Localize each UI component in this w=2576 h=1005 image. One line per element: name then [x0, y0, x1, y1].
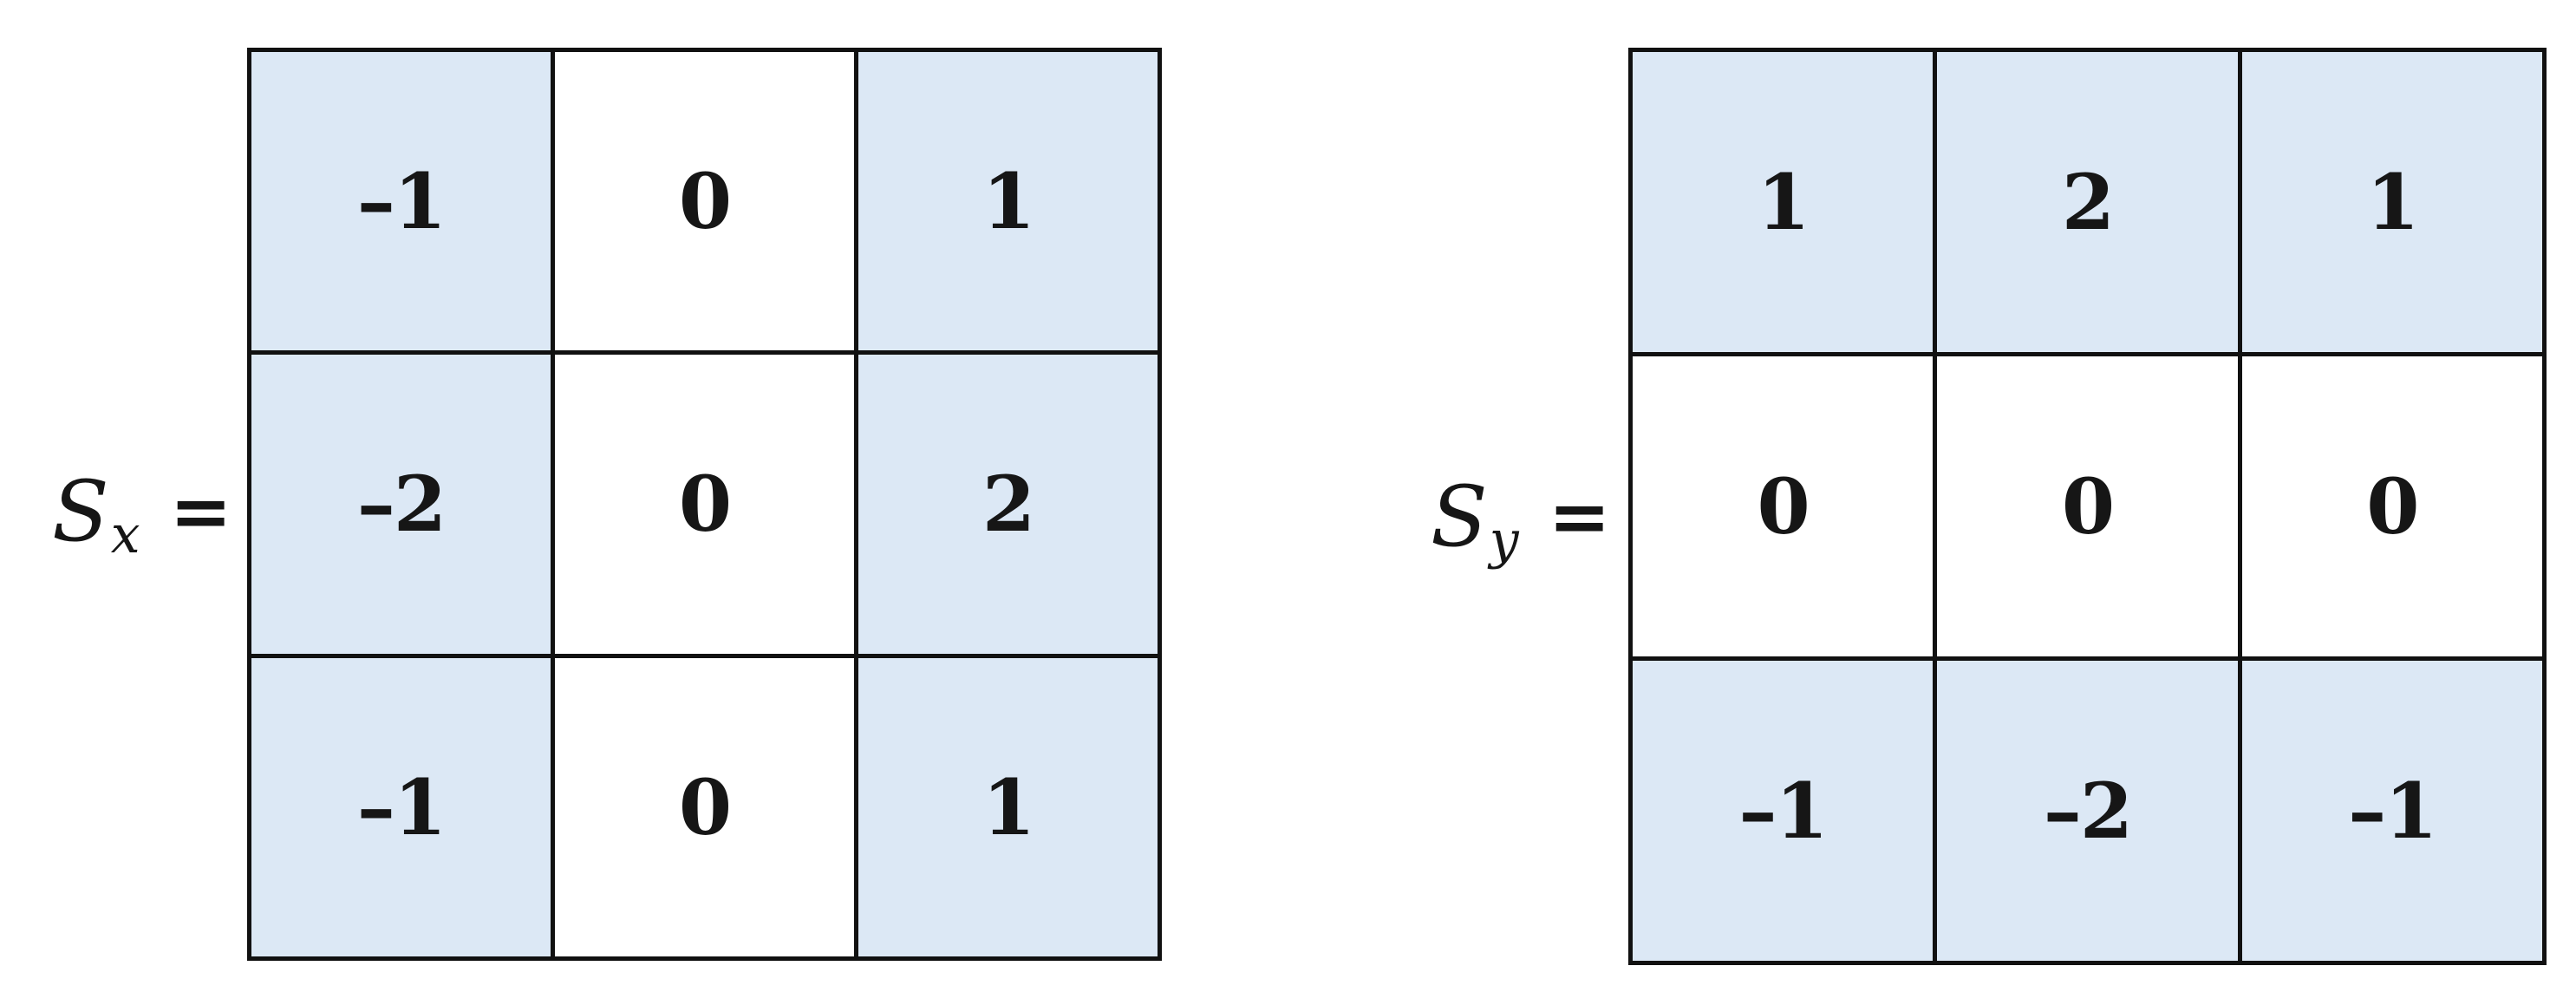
cell-value: 1 — [2366, 157, 2419, 247]
cell-value: 1 — [1757, 157, 1810, 247]
cell-value: 0 — [678, 761, 732, 852]
equals-sign-sx: = — [169, 467, 232, 555]
matrix-cell-sobel-x-r2c3: 2 — [858, 355, 1158, 654]
cell-value: 2 — [981, 459, 1035, 550]
cell-value: 1 — [981, 156, 1035, 247]
matrix-cell-sobel-x-r1c3: 1 — [858, 52, 1158, 351]
cell-value: 0 — [678, 156, 732, 247]
matrix-cell-sobel-x-r2c1: –2 — [251, 355, 551, 654]
cell-value: –1 — [2348, 766, 2437, 856]
cell-value: –2 — [356, 459, 447, 550]
matrix-grid-sobel-y: 1 2 1 0 0 0 –1 –2 –1 — [1628, 48, 2547, 965]
cell-value: 0 — [678, 459, 732, 550]
cell-value: –1 — [1738, 766, 1829, 856]
cell-value: –1 — [356, 761, 447, 852]
matrix-cell-sobel-x-r3c2: 0 — [555, 657, 854, 956]
matrix-cell-sobel-x-r3c1: –1 — [251, 657, 551, 956]
matrix-cell-sobel-y-r2c3: 0 — [2241, 356, 2542, 656]
matrix-cell-sobel-y-r1c1: 1 — [1633, 52, 1934, 352]
matrix-cell-sobel-y-r3c3: –1 — [2241, 661, 2542, 961]
cell-value: 0 — [2061, 461, 2115, 551]
matrix-cell-sobel-x-r2c2: 0 — [555, 355, 854, 654]
cell-value: –1 — [356, 156, 447, 247]
label-subscript-sy: y — [1489, 510, 1519, 571]
matrix-cell-sobel-y-r3c2: –2 — [1937, 661, 2238, 961]
cell-value: –2 — [2043, 766, 2133, 856]
cell-value: 0 — [1757, 461, 1810, 551]
matrix-cell-sobel-x-r1c1: –1 — [251, 52, 551, 351]
cell-value: 2 — [2061, 157, 2115, 247]
matrix-cell-sobel-x-r1c2: 0 — [555, 52, 854, 351]
label-base-sx: S — [52, 463, 109, 560]
matrix-cell-sobel-y-r3c1: –1 — [1633, 661, 1934, 961]
matrix-cell-sobel-y-r1c2: 2 — [1937, 52, 2238, 352]
matrix-cell-sobel-y-r2c1: 0 — [1633, 356, 1934, 656]
cell-value: 0 — [2366, 461, 2419, 551]
equals-sign-sy: = — [1548, 473, 1611, 560]
matrix-grid-sobel-x: –1 0 1 –2 0 2 –1 0 1 — [247, 48, 1162, 961]
matrix-cell-sobel-x-r3c3: 1 — [858, 657, 1158, 956]
label-base-sy: S — [1431, 468, 1488, 565]
label-subscript-sx: x — [110, 505, 140, 565]
matrix-cell-sobel-y-r1c3: 1 — [2241, 52, 2542, 352]
cell-value: 1 — [981, 761, 1035, 852]
matrix-label-sx: S x = — [52, 463, 232, 561]
matrix-label-sy: S y = — [1431, 468, 1611, 566]
matrix-cell-sobel-y-r2c2: 0 — [1937, 356, 2238, 656]
